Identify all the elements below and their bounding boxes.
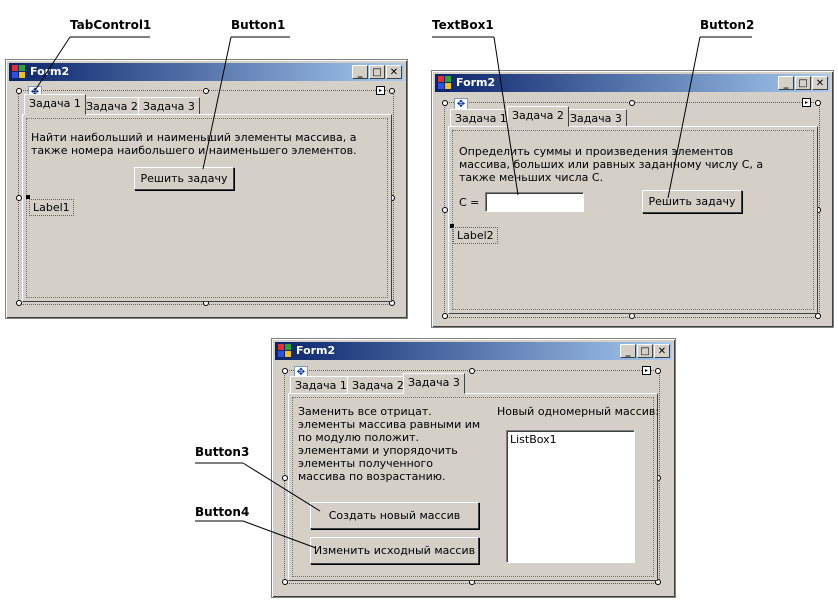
resize-handle[interactable] (442, 313, 448, 319)
tab-task1[interactable]: Задача 1 (450, 109, 512, 127)
form2-titlebar[interactable]: Form2 _ □ ✕ (435, 74, 830, 92)
tab-task1[interactable]: Задача 1 (24, 94, 86, 115)
app-icon (12, 65, 26, 79)
maximize-button[interactable]: □ (637, 344, 653, 358)
resize-handle[interactable] (655, 579, 661, 585)
tab-task3[interactable]: Задача 3 (138, 97, 200, 115)
app-icon (438, 76, 452, 90)
resize-handle[interactable] (442, 207, 448, 213)
close-button[interactable]: ✕ (812, 76, 828, 90)
tab-task2[interactable]: Задача 2 (81, 97, 143, 115)
resize-handle[interactable] (16, 300, 22, 306)
new-array-label: Новый одномерный массив: (497, 405, 660, 418)
resize-handle[interactable] (16, 88, 22, 94)
task-description: Найти наибольший и наименьший элементы м… (31, 131, 357, 157)
maximize-button[interactable]: □ (795, 76, 811, 90)
resize-handle[interactable] (389, 88, 395, 94)
c-textbox[interactable] (485, 192, 584, 212)
solve-button[interactable]: Решить задачу (642, 190, 742, 213)
form3-window: Form2 _ □ ✕ ✥ ▸ Задача 1 Задача 2 Задача… (271, 338, 676, 598)
label1: Label1 (29, 199, 74, 216)
minimize-button[interactable]: _ (778, 76, 794, 90)
app-icon (278, 344, 292, 358)
window-title: Form2 (296, 344, 336, 357)
resize-handle[interactable] (389, 300, 395, 306)
tab-task3[interactable]: Задача 3 (565, 109, 627, 127)
callout-button3: Button3 (195, 445, 250, 459)
callout-button4: Button4 (195, 505, 250, 519)
create-array-button[interactable]: Создать новый массив (310, 502, 479, 529)
resize-handle[interactable] (655, 368, 661, 374)
maximize-button[interactable]: □ (369, 65, 385, 79)
callout-textbox1: TextBox1 (432, 18, 494, 32)
smart-tag-icon[interactable]: ▸ (802, 98, 811, 107)
callout-button2: Button2 (700, 18, 755, 32)
task-description: Определить суммы и произведения элементо… (459, 145, 764, 184)
task-description: Заменить все отрицат. элементы массива р… (298, 405, 481, 483)
tab-task1[interactable]: Задача 1 (290, 376, 352, 394)
resize-handle[interactable] (203, 88, 209, 94)
listbox-item[interactable]: ListBox1 (510, 433, 557, 446)
window-title: Form2 (456, 76, 496, 89)
window-title: Form2 (30, 65, 70, 78)
change-array-button[interactable]: Изменить исходный массив (310, 537, 479, 564)
anchor-handle (26, 195, 30, 199)
tab-task2[interactable]: Задача 2 (347, 376, 409, 394)
minimize-button[interactable]: _ (620, 344, 636, 358)
close-button[interactable]: ✕ (654, 344, 670, 358)
resize-handle[interactable] (442, 100, 448, 106)
resize-handle[interactable] (282, 368, 288, 374)
solve-button[interactable]: Решить задачу (134, 167, 234, 190)
callout-button1: Button1 (231, 18, 286, 32)
resize-handle[interactable] (629, 100, 635, 106)
anchor-handle (450, 224, 454, 228)
form1-titlebar[interactable]: Form2 _ □ ✕ (9, 63, 404, 81)
smart-tag-icon[interactable]: ▸ (376, 86, 385, 95)
resize-handle[interactable] (469, 368, 475, 374)
resize-handle[interactable] (815, 100, 821, 106)
form2-window: Form2 _ □ ✕ ✥ ▸ Задача 1 Задача 2 Задача… (431, 70, 834, 328)
close-button[interactable]: ✕ (386, 65, 402, 79)
tab-task3[interactable]: Задача 3 (403, 373, 465, 394)
resize-handle[interactable] (282, 579, 288, 585)
listbox1[interactable]: ListBox1 (506, 430, 635, 563)
form1-window: Form2 _ □ ✕ ✥ ▸ Задача 1 Задача 2 Задача… (5, 59, 408, 319)
minimize-button[interactable]: _ (352, 65, 368, 79)
form3-titlebar[interactable]: Form2 _ □ ✕ (275, 342, 672, 360)
tab-task2[interactable]: Задача 2 (507, 106, 569, 127)
smart-tag-icon[interactable]: ▸ (642, 366, 651, 375)
c-label: С = (459, 196, 480, 209)
resize-handle[interactable] (815, 313, 821, 319)
resize-handle[interactable] (16, 195, 22, 201)
label2: Label2 (453, 227, 498, 244)
callout-tabcontrol1: TabControl1 (70, 18, 152, 32)
